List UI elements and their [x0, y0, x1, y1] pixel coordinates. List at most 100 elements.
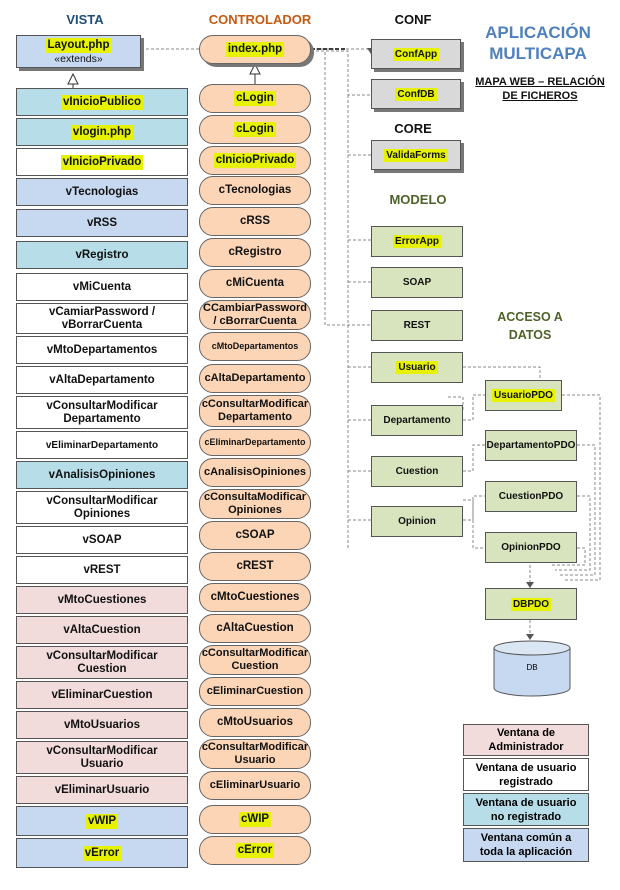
vista-item[interactable]: vCamiarPassword / vBorrarCuenta [16, 303, 188, 334]
db-cylinder-icon[interactable] [492, 640, 572, 698]
controlador-item-label: cRegistro [228, 246, 282, 258]
vista-item-label: vMiCuenta [72, 280, 132, 293]
controlador-item[interactable]: cConsultarModificar Departamento [199, 395, 311, 427]
vista-item-label: vAltaDepartamento [49, 373, 155, 386]
vista-item[interactable]: vMtoUsuarios [16, 711, 188, 739]
vista-item-label: vMtoUsuarios [63, 718, 141, 731]
dbpdo-box[interactable]: DBPDO [485, 588, 577, 620]
pdo-item[interactable]: UsuarioPDO [485, 380, 562, 411]
controlador-item[interactable]: cLogin [199, 84, 311, 113]
vista-item[interactable]: vInicioPrivado [16, 148, 188, 176]
controlador-item-label: cLogin [234, 91, 276, 106]
modelo-item[interactable]: Usuario [371, 352, 463, 383]
modelo-item[interactable]: ErrorApp [371, 226, 463, 257]
vista-item[interactable]: vConsultarModificar Usuario [16, 741, 188, 774]
modelo-item[interactable]: Departamento [371, 405, 463, 436]
controlador-item[interactable]: cEliminarUsuario [199, 771, 311, 800]
controlador-item[interactable]: cConsultarModificar Cuestion [199, 645, 311, 675]
vista-item[interactable]: vConsultarModificar Departamento [16, 396, 188, 429]
controlador-item[interactable]: cInicioPrivado [199, 146, 311, 175]
vista-item[interactable]: vConsultarModificar Cuestion [16, 646, 188, 679]
controlador-item-label: cAltaCuestion [216, 622, 294, 634]
vista-item[interactable]: vSOAP [16, 526, 188, 554]
modelo-item-label: SOAP [402, 277, 432, 288]
vista-item-label: vConsultarModificar Cuestion [46, 649, 158, 675]
vista-item[interactable]: vAnalisisOpiniones [16, 461, 188, 489]
controlador-item-label: cEliminarDepartamento [204, 437, 306, 447]
controlador-item[interactable]: cWIP [199, 805, 311, 834]
controlador-item-label: cMtoCuestiones [210, 591, 300, 603]
controlador-item[interactable]: cConsultaModificar Opiniones [199, 489, 311, 519]
controlador-item[interactable]: cMtoDepartamentos [199, 332, 311, 361]
controlador-header: CONTROLADOR [208, 12, 312, 27]
controlador-item[interactable]: cError [199, 836, 311, 865]
controlador-item-label: CCambiarPassword / cBorrarCuenta [203, 302, 307, 327]
vista-item[interactable]: vlogin.php [16, 118, 188, 146]
controlador-index[interactable]: index.php [199, 35, 311, 64]
modelo-item[interactable]: REST [371, 310, 463, 341]
legend-comun-label: Ventana común a toda la aplicación [479, 832, 573, 858]
acceso-datos-header: ACCESO A DATOS [497, 310, 563, 342]
vista-item[interactable]: vConsultarModificar Opiniones [16, 491, 188, 524]
controlador-item[interactable]: cSOAP [199, 521, 311, 550]
page-title: APLICACIÓN MULTICAPA [485, 23, 591, 63]
controlador-item-label: cConsultarModificar Usuario [201, 741, 309, 766]
controlador-item[interactable]: cMtoCuestiones [199, 583, 311, 612]
controlador-item[interactable]: CCambiarPassword / cBorrarCuenta [199, 300, 311, 330]
controlador-item[interactable]: cTecnologias [199, 176, 311, 205]
conf-item[interactable]: ConfApp [371, 39, 461, 69]
modelo-item[interactable]: Opinion [371, 506, 463, 537]
vista-item[interactable]: vEliminarDepartamento [16, 431, 188, 459]
vista-layout[interactable]: Layout.php «extends» [16, 35, 141, 68]
db-label: DB [526, 663, 538, 672]
modelo-item[interactable]: Cuestion [371, 456, 463, 487]
controlador-item[interactable]: cAltaDepartamento [199, 364, 311, 393]
vista-item-label: vMtoDepartamentos [46, 343, 158, 356]
legend-admin: Ventana de Administrador [463, 724, 589, 756]
modelo-item[interactable]: SOAP [371, 267, 463, 298]
vista-item[interactable]: vEliminarCuestion [16, 681, 188, 709]
vista-item-label: vlogin.php [70, 124, 134, 140]
controlador-item[interactable]: cMiCuenta [199, 269, 311, 298]
controlador-item-label: cMtoDepartamentos [211, 341, 299, 351]
vista-item[interactable]: vInicioPublico [16, 88, 188, 116]
vista-item[interactable]: vTecnologias [16, 178, 188, 206]
vista-item[interactable]: vRegistro [16, 241, 188, 269]
vista-item[interactable]: vError [16, 838, 188, 868]
vista-item[interactable]: vMtoCuestiones [16, 586, 188, 614]
controlador-item-label: cWIP [238, 812, 272, 827]
vista-item[interactable]: vWIP [16, 806, 188, 836]
controlador-item-label: cInicioPrivado [213, 153, 297, 168]
controlador-item-label: cRSS [239, 215, 271, 227]
vista-item-label: vEliminarCuestion [51, 688, 153, 701]
conf-item[interactable]: ConfDB [371, 79, 461, 109]
vista-item[interactable]: vEliminarUsuario [16, 776, 188, 804]
controlador-item[interactable]: cAltaCuestion [199, 614, 311, 643]
pdo-item[interactable]: DepartamentoPDO [485, 430, 577, 461]
controlador-item[interactable]: cRSS [199, 207, 311, 236]
vista-item-label: vEliminarDepartamento [45, 439, 159, 451]
modelo-item-label: ErrorApp [393, 235, 441, 248]
modelo-header: MODELO [389, 192, 447, 207]
controlador-item[interactable]: cEliminarCuestion [199, 677, 311, 706]
pdo-item[interactable]: CuestionPDO [485, 481, 577, 512]
controlador-item[interactable]: cREST [199, 552, 311, 581]
vista-item[interactable]: vAltaCuestion [16, 616, 188, 644]
controlador-item[interactable]: cAnalisisOpiniones [199, 458, 311, 487]
vista-item[interactable]: vRSS [16, 209, 188, 237]
vista-item[interactable]: vMiCuenta [16, 273, 188, 301]
controlador-item[interactable]: cConsultarModificar Usuario [199, 739, 311, 769]
controlador-item[interactable]: cLogin [199, 115, 311, 144]
controlador-item[interactable]: cEliminarDepartamento [199, 429, 311, 456]
controlador-item[interactable]: cMtoUsuarios [199, 708, 311, 737]
core-item[interactable]: ValidaForms [371, 140, 461, 170]
vista-item[interactable]: vREST [16, 556, 188, 584]
controlador-item[interactable]: cRegistro [199, 238, 311, 267]
vista-item[interactable]: vMtoDepartamentos [16, 336, 188, 364]
pdo-item-label: CuestionPDO [498, 491, 564, 502]
vista-item[interactable]: vAltaDepartamento [16, 366, 188, 394]
pdo-item-label: DepartamentoPDO [486, 440, 576, 451]
pdo-item[interactable]: OpinionPDO [485, 532, 577, 563]
modelo-item-label: Departamento [383, 415, 451, 426]
